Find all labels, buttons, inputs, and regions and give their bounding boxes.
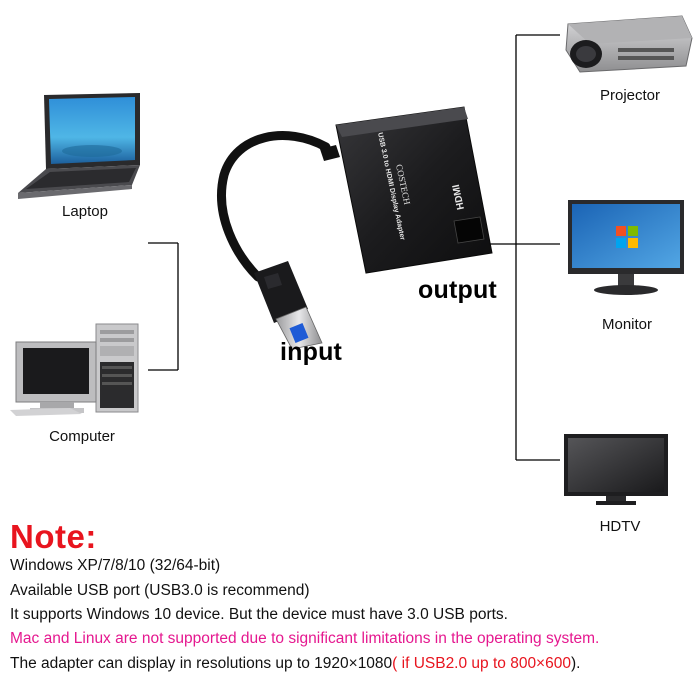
resolution-text: The adapter can display in resolutions u…	[10, 655, 393, 672]
usb2-resolution-text: ( if USB2.0 up to 800×600	[392, 655, 571, 672]
hdtv-label: HDTV	[599, 518, 641, 535]
monitor-icon	[568, 200, 684, 295]
note-line-os: Windows XP/7/8/10 (32/64-bit)	[10, 557, 221, 574]
output-label: output	[418, 276, 497, 304]
resolution-end-text: ).	[570, 655, 581, 672]
projector-icon	[565, 15, 693, 73]
note-line-resolution: The adapter can display in resolutions u…	[10, 655, 580, 673]
note-line-mac-linux: Mac and Linux are not supported due to s…	[10, 630, 600, 647]
laptop-icon	[18, 93, 140, 199]
computer-icon	[10, 323, 139, 416]
projector-label: Projector	[599, 87, 661, 104]
hdtv-icon	[564, 434, 668, 505]
monitor-label: Monitor	[601, 316, 653, 333]
note-line-windows10: It supports Windows 10 device. But the d…	[10, 606, 508, 623]
usb-hdmi-adapter-image: USB 3.0 to HDMI Display Adapter COSTECH …	[217, 106, 493, 350]
computer-label: Computer	[49, 428, 115, 445]
note-line-usb-port: Available USB port (USB3.0 is recommend)	[10, 582, 310, 599]
laptop-label: Laptop	[62, 203, 108, 220]
adapter-hdmi-text: HDMI	[451, 183, 467, 210]
input-label: input	[280, 338, 343, 366]
note-title: Note:	[10, 518, 97, 555]
